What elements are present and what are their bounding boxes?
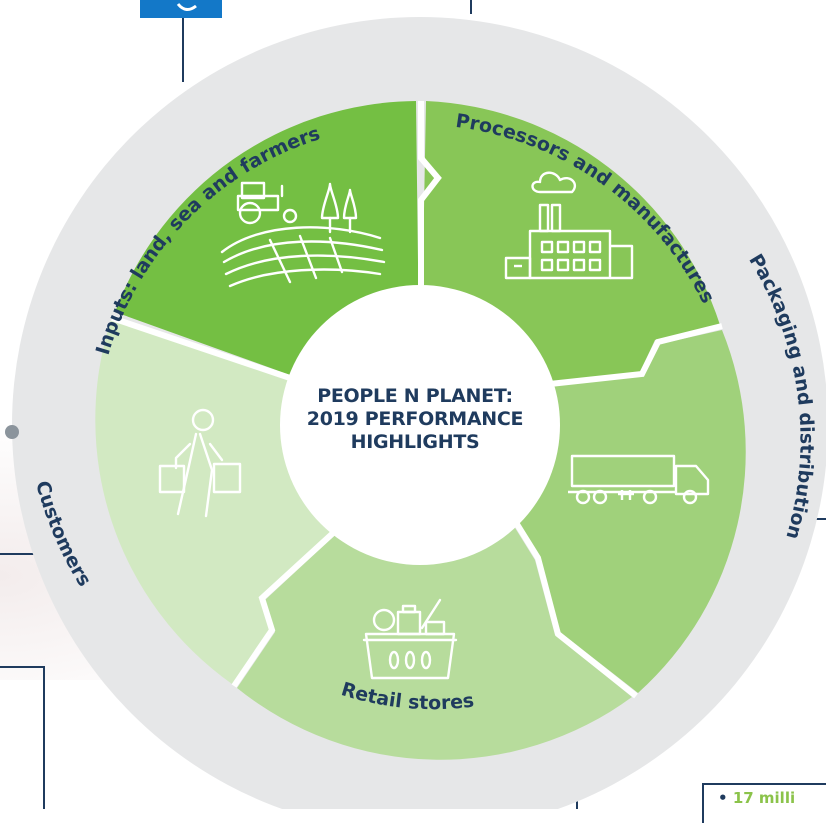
brand-logo	[140, 0, 222, 18]
segment-retail	[237, 425, 632, 760]
highlight-box	[702, 783, 826, 823]
connector-line	[43, 666, 45, 809]
logo-tile	[140, 0, 222, 18]
seam	[111, 315, 291, 381]
center-circle	[280, 285, 560, 565]
center-title-line-3: HIGHLIGHTS	[350, 431, 480, 453]
connector-dot	[5, 425, 19, 439]
highlight-bullet: 17 milli	[718, 789, 795, 807]
truck-icon	[568, 454, 710, 505]
connector-line	[470, 0, 472, 14]
center-title: PEOPLE N PLANET: 2019 PERFORMANCE HIGHLI…	[300, 385, 530, 454]
center-title-line-1: PEOPLE N PLANET:	[317, 385, 513, 407]
shopper-icon	[158, 408, 242, 518]
factory-icon	[504, 171, 634, 280]
shopping-basket-icon	[362, 598, 458, 680]
farm-tractor-icon	[220, 181, 386, 288]
connector-line	[0, 666, 44, 668]
connector-line	[182, 0, 184, 82]
seam	[418, 101, 442, 310]
center-title-line-2: 2019 PERFORMANCE	[306, 408, 524, 430]
